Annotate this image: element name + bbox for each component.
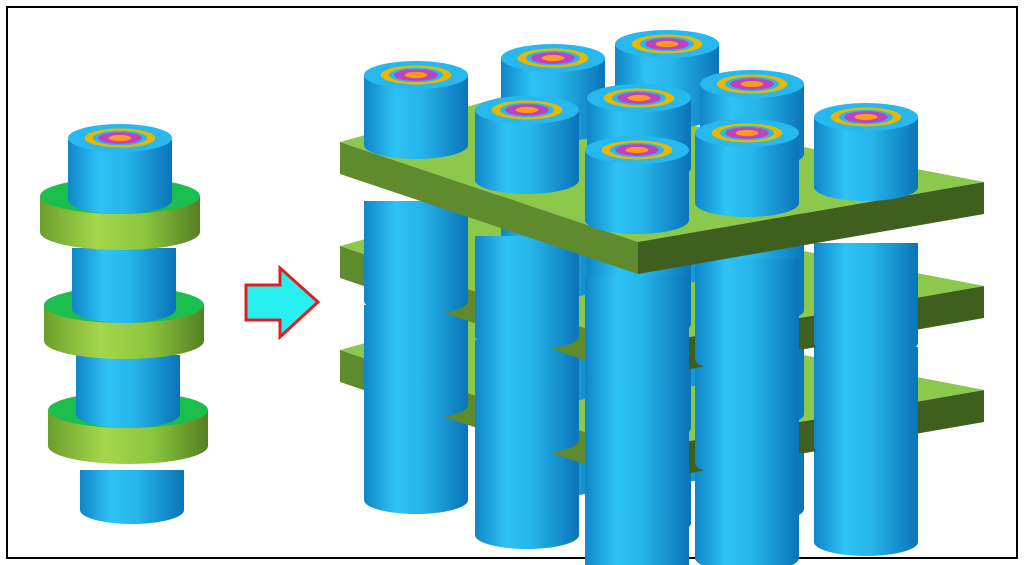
target-core [404, 71, 428, 79]
cylinder-segment [475, 440, 579, 549]
cylinder-segment [364, 405, 468, 514]
target-core [541, 54, 565, 62]
plate-front [340, 142, 638, 274]
cylinder-segment [814, 243, 918, 357]
cylinder-segment [695, 133, 799, 217]
cylinder-segment [68, 140, 172, 214]
cylinder-top-target [700, 70, 804, 98]
cylinder-segment [72, 248, 176, 323]
cylinder-segment [475, 236, 579, 350]
target-core [740, 80, 764, 88]
cylinder-segment [695, 259, 799, 373]
cylinder-top-target [475, 96, 579, 124]
single-cylinder-assembly [40, 124, 208, 524]
cylinder-segment [814, 447, 918, 556]
cylinder-top-target [68, 124, 172, 152]
plate-side [638, 182, 984, 274]
cylinder-top-target [585, 136, 689, 164]
cylinder-segment [585, 276, 689, 390]
cylinder-segment [364, 305, 468, 419]
cylinder-segment [475, 340, 579, 454]
cylinder-segment [585, 480, 689, 565]
cylinder-top-target [501, 44, 605, 72]
cylinder-segment [76, 355, 180, 428]
cylinder-top-target [364, 61, 468, 89]
target-core [108, 134, 132, 142]
target-core [625, 146, 649, 154]
cylinder-top-target [587, 84, 691, 112]
cylinder-segment [585, 150, 689, 234]
target-core [655, 40, 679, 48]
cylinder-top-target [814, 103, 918, 131]
target-core [735, 129, 759, 137]
cylinder-segment [695, 463, 799, 565]
cylinder-segment [585, 380, 689, 494]
cylinder-segment [364, 201, 468, 315]
target-core [854, 113, 878, 121]
cylinder-array-assembly [340, 30, 984, 565]
target-core [627, 94, 651, 102]
cylinder-segment [695, 363, 799, 477]
cylinder-top-target [615, 30, 719, 58]
cylinder-top-target [695, 119, 799, 147]
cylinder-segment [814, 117, 918, 201]
cylinder-segment [364, 75, 468, 159]
cylinder-segment [814, 347, 918, 461]
cylinder-segment [475, 110, 579, 194]
target-core [515, 106, 539, 114]
cylinder-segment [80, 470, 184, 524]
right-arrow-icon [244, 264, 321, 341]
